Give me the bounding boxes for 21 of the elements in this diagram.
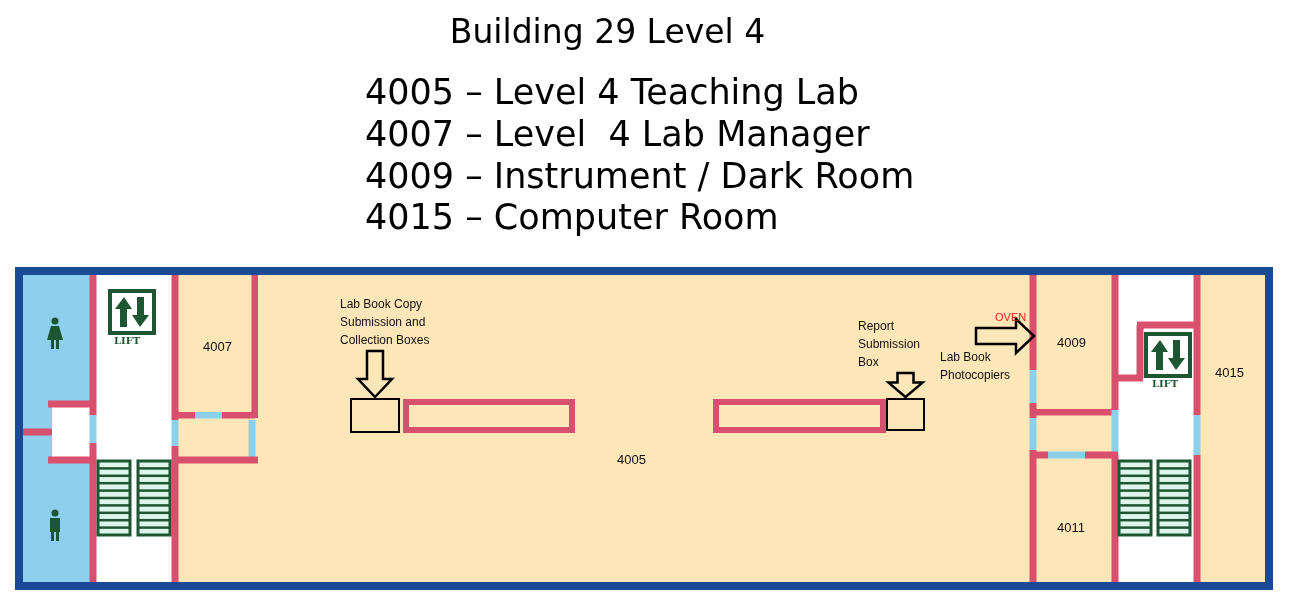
room-number: 4007 xyxy=(203,339,232,354)
room-key-text: 4005 – Level 4 Teaching Lab xyxy=(365,72,859,112)
room-key-text: 4007 – Level 4 Lab Manager xyxy=(365,114,870,154)
arrow xyxy=(885,371,926,399)
lift-label: LIFT xyxy=(114,335,141,346)
note-text: Report Submission Box xyxy=(858,317,934,371)
arrow xyxy=(974,316,1036,356)
room-key-text: 4009 – Instrument / Dark Room xyxy=(365,156,915,196)
room-number: 4009 xyxy=(1057,335,1086,350)
submission-box xyxy=(886,398,925,431)
lift-label: LIFT xyxy=(1152,378,1179,389)
submission-box xyxy=(350,398,400,433)
title: Building 29 Level 4 xyxy=(448,12,767,51)
oven-label: OVEN xyxy=(995,311,1027,323)
room-number: 4015 xyxy=(1215,365,1244,380)
arrow xyxy=(355,349,395,399)
note-text: Lab Book Photocopiers xyxy=(940,348,1016,384)
room-number: 4011 xyxy=(1057,520,1085,535)
room-key-text: 4015 – Computer Room xyxy=(365,197,779,237)
note-text: Lab Book Copy Submission and Collection Boxes xyxy=(340,295,452,349)
room-number: 4005 xyxy=(617,452,646,467)
